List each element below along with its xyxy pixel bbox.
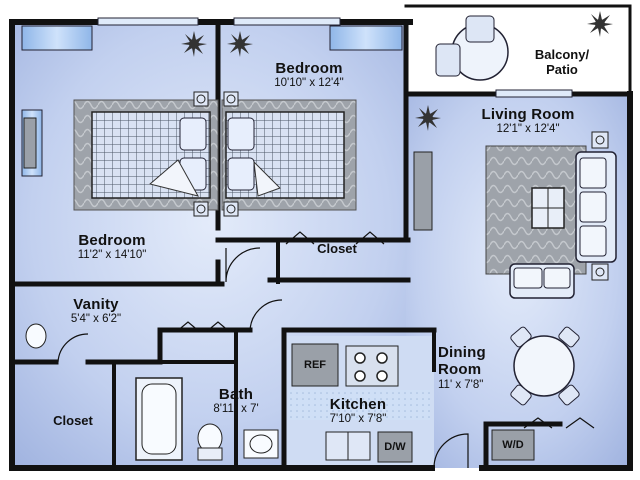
room-kitchen: Kitchen 7'10" x 7'8" (306, 396, 410, 426)
room-dims: 10'10" x 12'4" (274, 77, 344, 90)
room-name: Vanity (73, 296, 119, 313)
room-name: Bedroom (275, 60, 343, 77)
room-dims: 5'4" x 6'2" (70, 313, 122, 326)
bed-left (73, 91, 219, 217)
tv-left (23, 117, 37, 169)
living-furniture (485, 131, 617, 299)
windows (21, 17, 573, 177)
door-swings (57, 231, 595, 469)
room-bath: Bath 8'11" x 7' (196, 386, 276, 416)
dishwasher-label: D/W (384, 441, 406, 453)
dining-set (510, 326, 580, 406)
room-bedroom-right: Bedroom 10'10" x 12'4" (256, 60, 362, 90)
room-living: Living Room 12'1" x 12'4" (468, 106, 588, 136)
room-balcony: Balcony/ Patio (520, 47, 604, 78)
room-dims: 11'2" x 14'10" (77, 249, 147, 262)
room-dims: 11' x 7'8" (438, 378, 484, 391)
room-name-line2: Patio (546, 61, 578, 77)
room-name: Living Room (481, 106, 575, 123)
room-dining: Dining Room 11' x 7'8" (438, 344, 510, 392)
room-vanity: Vanity 5'4" x 6'2" (56, 296, 136, 326)
room-name-line1: Dining (438, 344, 486, 361)
room-dims: 12'1" x 12'4" (496, 123, 560, 136)
kitchen-counter (288, 390, 430, 420)
kitchen-appliances (291, 343, 535, 463)
tv-living (413, 151, 433, 231)
room-bedroom-left: Bedroom 11'2" x 14'10" (56, 232, 168, 262)
room-name: Bath (218, 386, 254, 403)
plant-icons (181, 11, 613, 131)
bed-right (221, 91, 357, 217)
refrigerator-label: REF (304, 359, 326, 371)
bath-fixtures (25, 323, 279, 461)
room-dims: 7'10" x 7'8" (329, 413, 387, 426)
room-name: Kitchen (329, 396, 387, 413)
room-name-line2: Room (438, 361, 482, 379)
balcony-furniture (435, 15, 509, 81)
washer-dryer-label: W/D (502, 439, 524, 451)
room-name-line1: Balcony/ (534, 47, 590, 62)
walls (9, 4, 633, 471)
room-closet-bottom: Closet (53, 413, 93, 428)
room-closet-top: Closet (317, 241, 357, 256)
room-dims: 8'11" x 7' (213, 403, 259, 416)
room-name: Bedroom (78, 232, 146, 249)
